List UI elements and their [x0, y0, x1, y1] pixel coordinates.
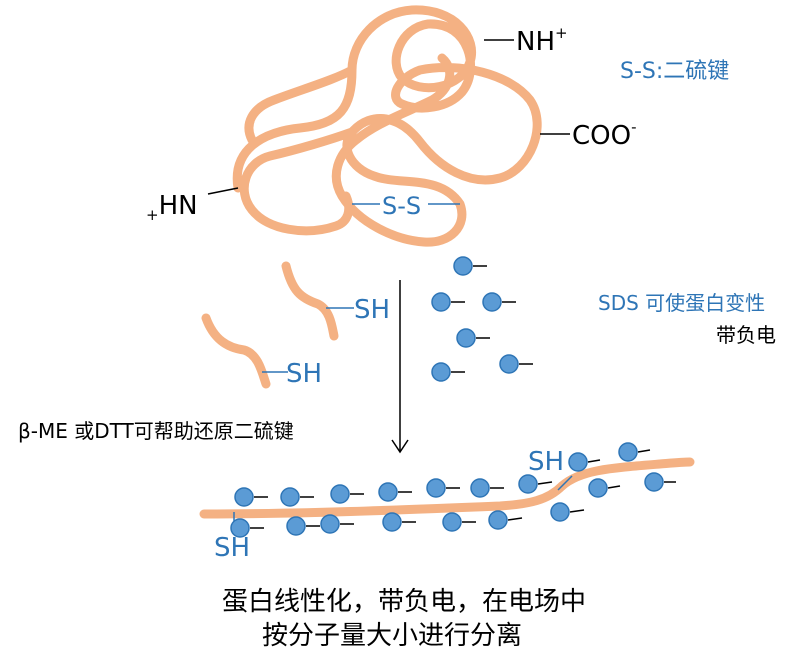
bound-sds-molecule: [230, 518, 264, 538]
bound-sds-molecule: [550, 502, 585, 522]
sds-tail: [607, 485, 621, 489]
sds-head: [431, 292, 451, 312]
sds-head: [230, 518, 250, 538]
sds-head: [499, 354, 519, 374]
sds-head: [588, 478, 608, 498]
disulfide-bond-label: S-S: [382, 192, 421, 220]
bound-sds-molecule: [330, 484, 364, 504]
sds-tail: [569, 509, 585, 513]
sds-head: [470, 478, 490, 498]
free-sds-molecule: [431, 362, 465, 382]
sh-lines: [262, 307, 354, 373]
termini-lines: [207, 39, 570, 195]
bound-sds-molecule: [488, 510, 523, 530]
bound-sds-molecule: [644, 472, 676, 492]
fragment-lower: [201, 313, 271, 389]
bound-sds-molecule: [320, 514, 354, 534]
bound-sds-molecule: [286, 516, 320, 536]
sds-tail: [587, 459, 601, 463]
linear-chain-main: [199, 481, 567, 519]
sds-note-line2: 带负电: [716, 323, 776, 347]
conclusion-line2: 按分子量大小进行分离: [262, 621, 522, 651]
sds-note-line1: SDS 可使蛋白变性: [598, 291, 765, 315]
hn-terminus-line: [207, 187, 239, 195]
reducer-note: β-ME 或DTT可帮助还原二硫键: [18, 419, 294, 443]
folded-protein-chain: [232, 5, 542, 247]
conclusion-line1: 蛋白线性化，带负电，在电场中: [222, 587, 586, 617]
sds-head: [280, 487, 300, 507]
folded-protein: [232, 5, 542, 247]
bound-sds-molecule: [234, 487, 268, 507]
sds-head: [426, 478, 446, 498]
sds-head: [442, 512, 462, 532]
disulfide-legend: S-S:二硫键: [620, 59, 729, 84]
chain-sh-label-left: SH: [214, 533, 250, 563]
bound-sds-molecule: [442, 512, 476, 532]
process-arrow: [391, 280, 409, 454]
bound-sds-molecule: [518, 474, 553, 494]
sds-head: [488, 510, 508, 530]
sds-head: [453, 256, 473, 276]
bound-sds-molecule: [280, 487, 314, 507]
bound-sds-molecules: [230, 442, 676, 538]
sds-head: [382, 512, 402, 532]
sds-head: [568, 452, 588, 472]
sds-tail: [537, 481, 553, 485]
sds-tail: [637, 449, 651, 453]
sh-label-lower: SH: [286, 359, 322, 389]
nh-terminus-label: NH+: [516, 24, 568, 57]
bound-sds-molecule: [568, 452, 601, 472]
chain-sh-label-right: SH: [528, 447, 564, 477]
free-sds-molecule: [499, 354, 533, 374]
sh-label-upper: SH: [354, 295, 390, 325]
free-sds-molecule: [431, 292, 465, 312]
sds-tail: [507, 517, 523, 521]
sds-head: [286, 516, 306, 536]
sds-head: [618, 442, 638, 462]
bound-sds-molecule: [382, 512, 416, 532]
bound-sds-molecule: [378, 482, 412, 502]
fragment-upper: [281, 261, 339, 341]
sds-head: [456, 328, 476, 348]
bound-sds-molecule: [618, 442, 651, 462]
free-sds-molecule: [482, 292, 516, 312]
hn-terminus-label: +HN: [146, 191, 198, 224]
linear-chain-right: [557, 457, 695, 491]
sds-head: [482, 292, 502, 312]
sds-head: [330, 484, 350, 504]
sds-head: [234, 487, 254, 507]
sds-head: [518, 474, 538, 494]
bound-sds-molecule: [470, 478, 504, 498]
bound-sds-molecule: [588, 478, 621, 498]
free-sds-molecule: [456, 328, 490, 348]
sds-head: [550, 502, 570, 522]
coo-terminus-label: COO-: [572, 118, 637, 151]
sds-head: [320, 514, 340, 534]
free-sds-molecules: [431, 256, 533, 382]
sds-head: [431, 362, 451, 382]
sds-head: [378, 482, 398, 502]
free-sds-molecule: [453, 256, 487, 276]
linearized-protein: [199, 457, 695, 519]
sds-head: [644, 472, 664, 492]
bound-sds-molecule: [426, 478, 460, 498]
